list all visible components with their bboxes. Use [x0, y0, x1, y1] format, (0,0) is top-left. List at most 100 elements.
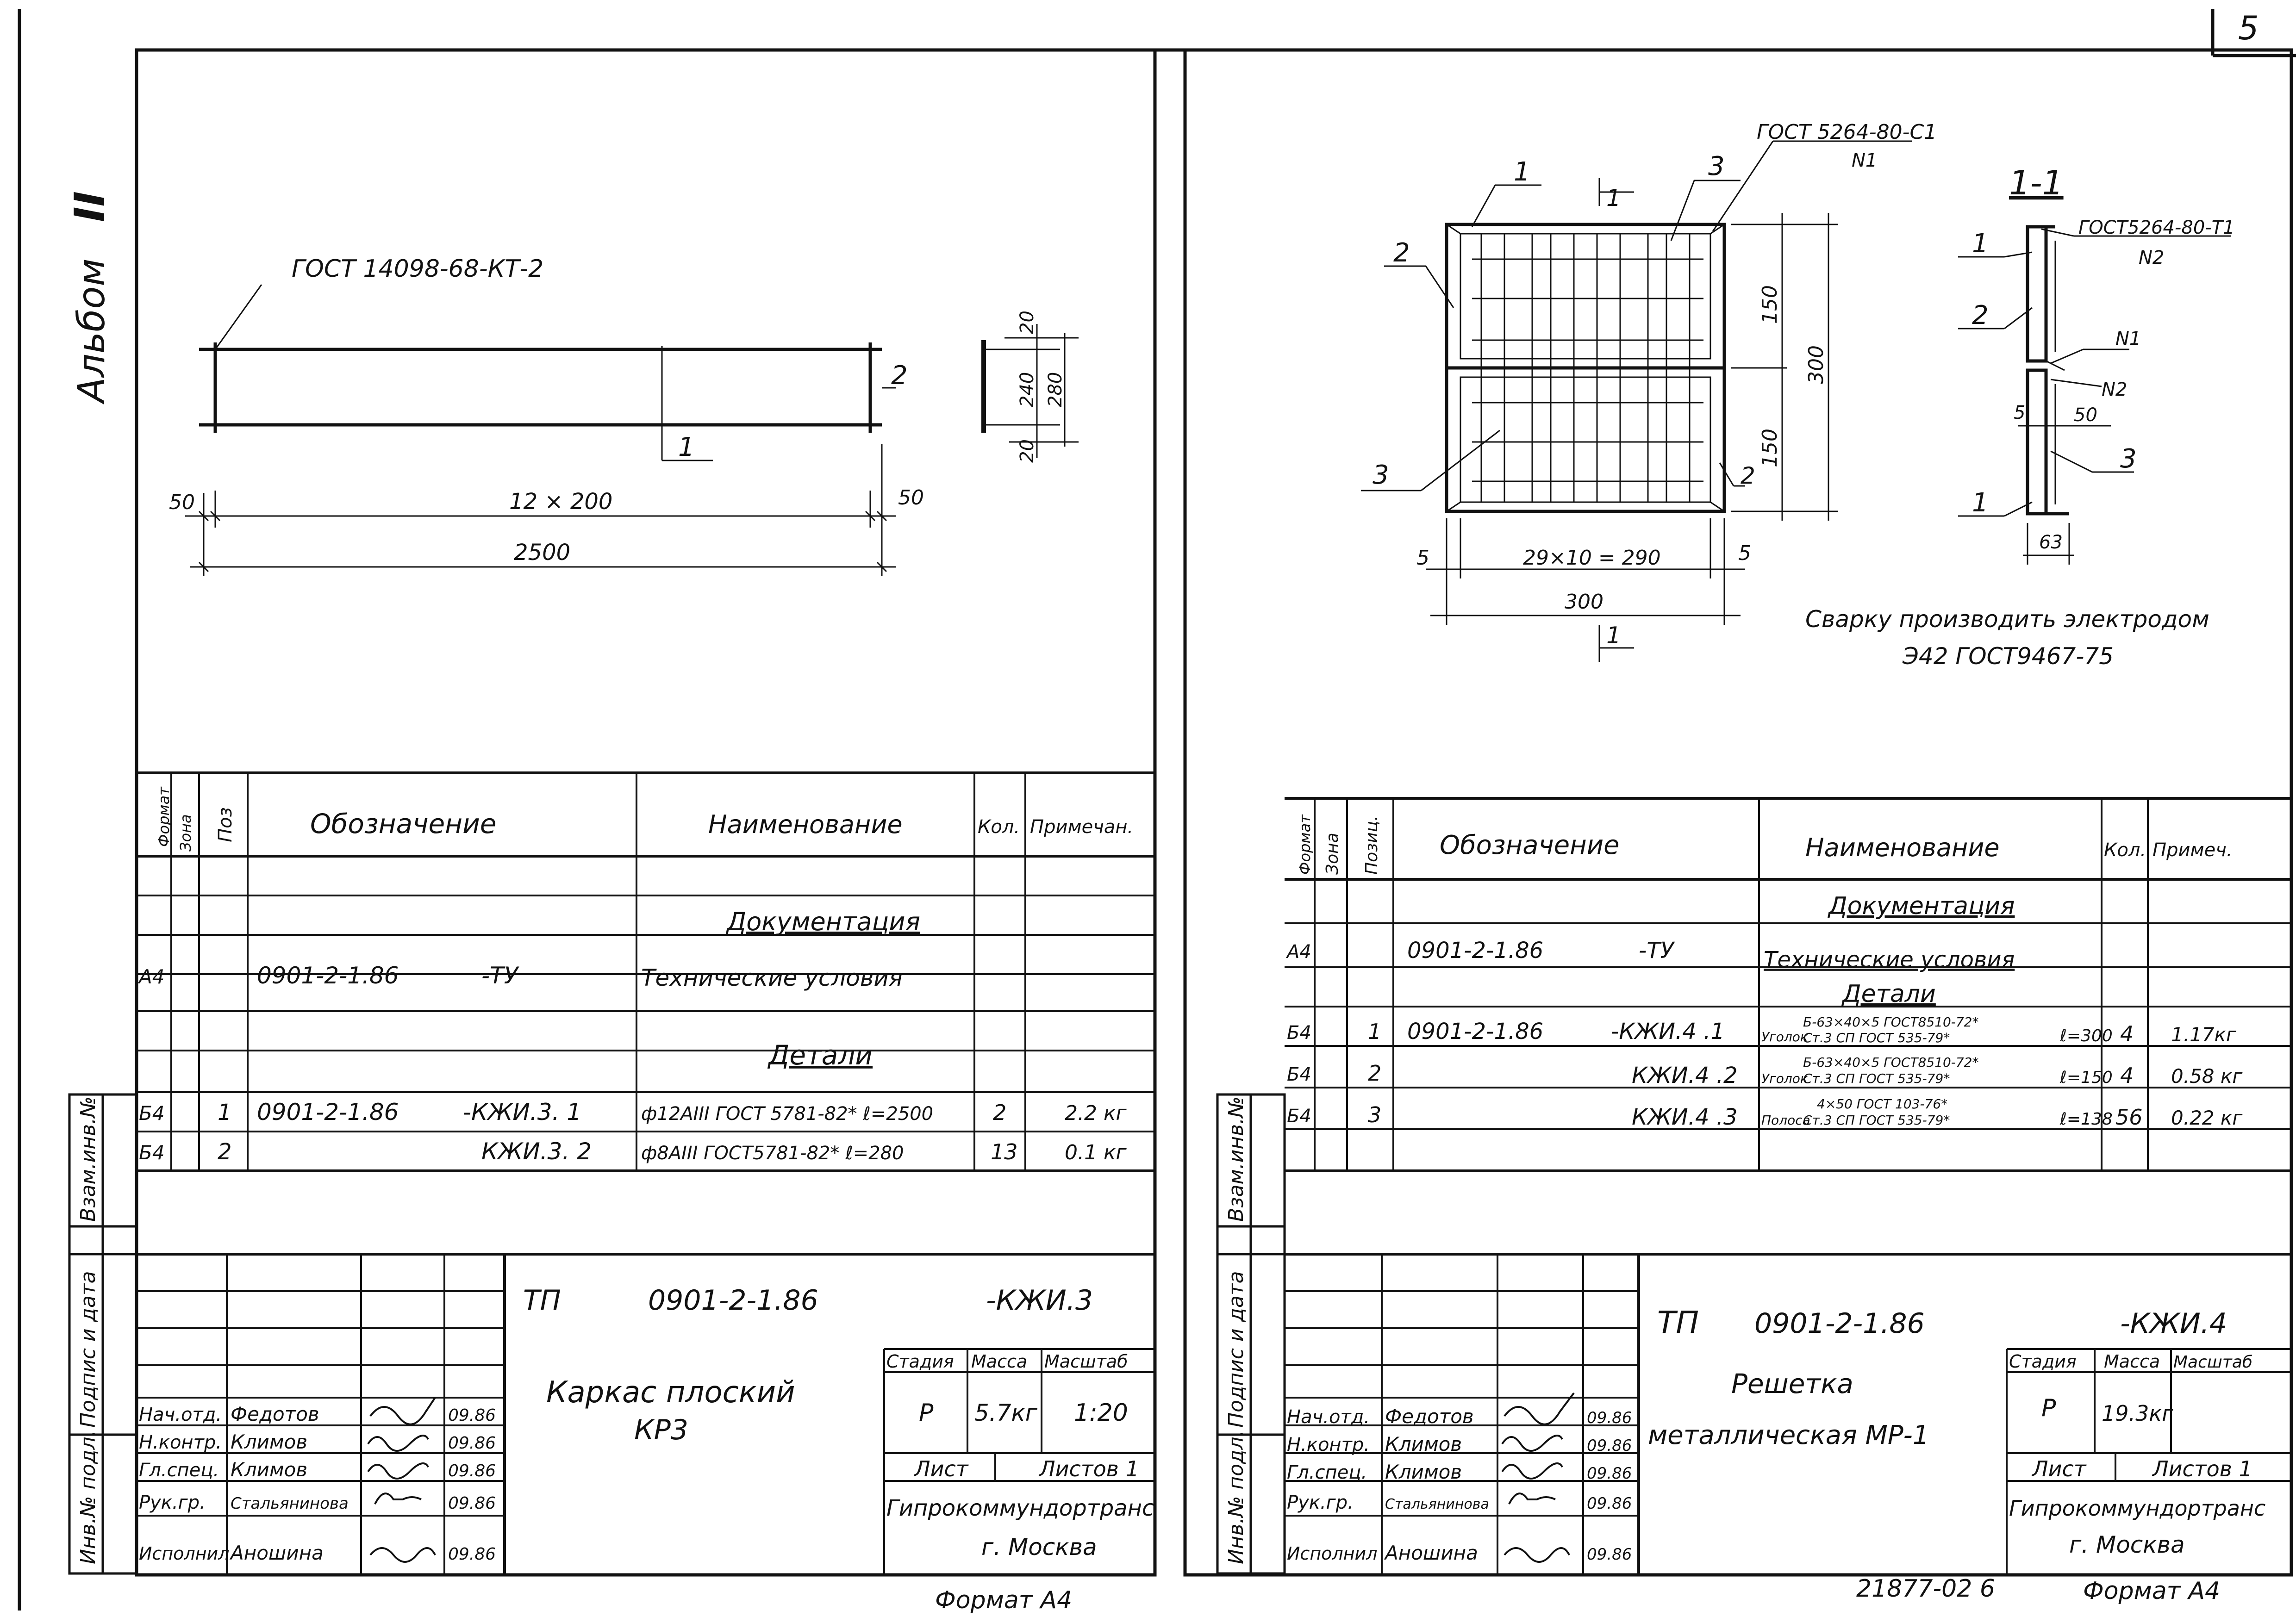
- row-naim-top: Б-63×40×5 ГОСТ8510-72*: [1803, 1055, 1979, 1070]
- row-naim-top: 4×50 ГОСТ 103-76*: [1817, 1096, 1947, 1112]
- tp-code: 0901-2-1.86: [648, 1284, 818, 1317]
- person-name: Аношина: [229, 1542, 324, 1564]
- title-name-2: металлическая МР-1: [1648, 1420, 1929, 1450]
- sec-dim-5: 5: [2014, 402, 2025, 423]
- hdr-zona: Зона: [1323, 833, 1342, 875]
- podpis-label-right: Подпис и дата: [1224, 1271, 1248, 1428]
- sec-pos-1a: 1: [1972, 229, 1989, 259]
- sec-pos-3: 3: [2120, 444, 2137, 474]
- person-role: Н.контр.: [1287, 1434, 1370, 1455]
- sec-dim-50: 50: [2074, 404, 2097, 426]
- row-kol: 13: [991, 1139, 1018, 1164]
- row-naim-bot: Ст.3 СП ГОСТ 535-79*: [1803, 1113, 1950, 1128]
- sec-pos-1b: 1: [1972, 488, 1989, 518]
- hdr-kol: Кол.: [978, 816, 1020, 838]
- sec-dim-240: 240: [1017, 372, 1038, 407]
- dim-150-top: 150: [1758, 285, 1782, 324]
- tp-label: ТП: [523, 1284, 561, 1317]
- tp-suffix: -КЖИ.4: [2120, 1307, 2227, 1340]
- hdr-zona: Зона: [177, 814, 194, 852]
- row-prim: 2.2 кг: [1065, 1101, 1127, 1125]
- row-naim: Технические условия: [1764, 947, 2015, 973]
- list-label: Лист: [913, 1456, 969, 1481]
- person-name: Климов: [1385, 1433, 1462, 1455]
- person-date: 09.86: [1587, 1436, 1632, 1455]
- hdr-poz: Поз: [215, 807, 236, 842]
- row-format: Б4: [139, 1102, 165, 1125]
- row-poz: 1: [1368, 1019, 1381, 1044]
- person-date: 09.86: [1587, 1409, 1632, 1427]
- row-poz: 2: [1368, 1061, 1381, 1086]
- row-poz: 3: [1368, 1102, 1381, 1127]
- pos-2: 2: [1393, 238, 1410, 268]
- row-oboz-suffix: -ТУ: [481, 962, 520, 989]
- page-number: 5: [2238, 9, 2259, 47]
- sec-pos-2: 2: [1972, 300, 1989, 330]
- row-format: Б4: [139, 1141, 165, 1164]
- pos-1: 1: [1514, 157, 1530, 187]
- row-kol: 4: [2120, 1063, 2134, 1088]
- sec-dim-20-top: 20: [1017, 311, 1038, 334]
- org-city: г. Москва: [2069, 1531, 2185, 1558]
- row-kol: 2: [993, 1100, 1006, 1125]
- person-name: Климов: [231, 1430, 307, 1453]
- title-name-2: КР3: [634, 1414, 688, 1446]
- dim-5-right: 5: [1738, 541, 1751, 565]
- frames: [18, 9, 2296, 1611]
- masshtab-header: Масштаб: [1044, 1351, 1128, 1372]
- person-date: 09.86: [1587, 1494, 1632, 1513]
- sec-n2b: N2: [2102, 379, 2127, 400]
- massa-value: 5.7кг: [974, 1399, 1038, 1426]
- right-title-block: ТП 0901-2-1.86 -КЖИ.4 Решетка металличес…: [1285, 1253, 2291, 1605]
- person-date: 09.86: [448, 1494, 496, 1513]
- right-spec-table: Формат Зона Позиц. Обозначение Наименова…: [1285, 797, 2291, 1172]
- left-title-block: ТП 0901-2-1.86 -КЖИ.3 Каркас плоский КР3…: [137, 1253, 1155, 1614]
- title-name-1: Каркас плоский: [546, 1375, 795, 1410]
- row-format: А4: [1285, 941, 1311, 963]
- note-line-1: Сварку производить электродом: [1805, 606, 2209, 633]
- cut-top: 1: [1606, 185, 1621, 211]
- format-label: Формат А4: [935, 1586, 1072, 1614]
- hdr-naim: Наименование: [708, 810, 903, 839]
- person-date: 09.86: [448, 1461, 496, 1480]
- dim-29x10: 29×10 = 290: [1523, 546, 1661, 570]
- n1-top: N1: [1852, 150, 1877, 171]
- row-naim: ф12АIII ГОСТ 5781-82* ℓ=2500: [641, 1103, 933, 1125]
- dim-300-h: 300: [1565, 590, 1603, 614]
- signatures: [367, 1397, 436, 1563]
- sec-n2: N2: [2139, 247, 2164, 268]
- dim-12x200: 12 × 200: [509, 489, 612, 515]
- row-oboz-suffix: КЖИ.4 .3: [1632, 1104, 1738, 1130]
- person-role: Гл.спец.: [1287, 1462, 1367, 1483]
- doc-number: 21877-02 6: [1856, 1575, 1995, 1603]
- hdr-format: Формат: [155, 786, 173, 847]
- row-oboz-suffix: -ТУ: [1639, 938, 1675, 964]
- massa-header: Масса: [2104, 1351, 2160, 1372]
- person-date: 09.86: [448, 1434, 496, 1453]
- hdr-naim: Наименование: [1805, 833, 2000, 862]
- masshtab-header: Масштаб: [2173, 1353, 2252, 1372]
- hdr-kol: Кол.: [2104, 839, 2146, 861]
- left-margin-stamp: Взам.инв.№ Подпис и дата Инв.№ подл.: [68, 1093, 138, 1575]
- person-name: Аношина: [1384, 1542, 1478, 1564]
- dim-150-bot: 150: [1758, 429, 1782, 467]
- cut-bot: 1: [1606, 622, 1621, 649]
- hdr-poz: Позиц.: [1362, 815, 1381, 875]
- person-role: Рук.гр.: [1287, 1492, 1354, 1513]
- left-spec-table: Формат Зона Поз Обозначение Наименование…: [137, 771, 1155, 1172]
- section-doc: Документация: [726, 907, 920, 936]
- row-oboz-suffix: -КЖИ.3. 1: [463, 1099, 581, 1126]
- person-date: 09.86: [1587, 1464, 1632, 1483]
- row-naim-top: Б-63×40×5 ГОСТ8510-72*: [1803, 1014, 1979, 1030]
- row-format: Б4: [1287, 1022, 1311, 1044]
- hdr-prim: Примечан.: [1030, 816, 1133, 838]
- grating-bars: [1472, 234, 1703, 502]
- section-title: 1-1: [2009, 163, 2064, 202]
- person-role: Н.контр.: [139, 1432, 222, 1453]
- row-naim-len: ℓ=300: [2059, 1026, 2113, 1045]
- format-label: Формат А4: [2083, 1577, 2220, 1605]
- dim-5-left: 5: [1416, 546, 1429, 570]
- row-oboz: 0901-2-1.86: [1407, 938, 1543, 964]
- tp-code: 0901-2-1.86: [1754, 1307, 1925, 1340]
- row-oboz: 0901-2-1.86: [1407, 1019, 1543, 1045]
